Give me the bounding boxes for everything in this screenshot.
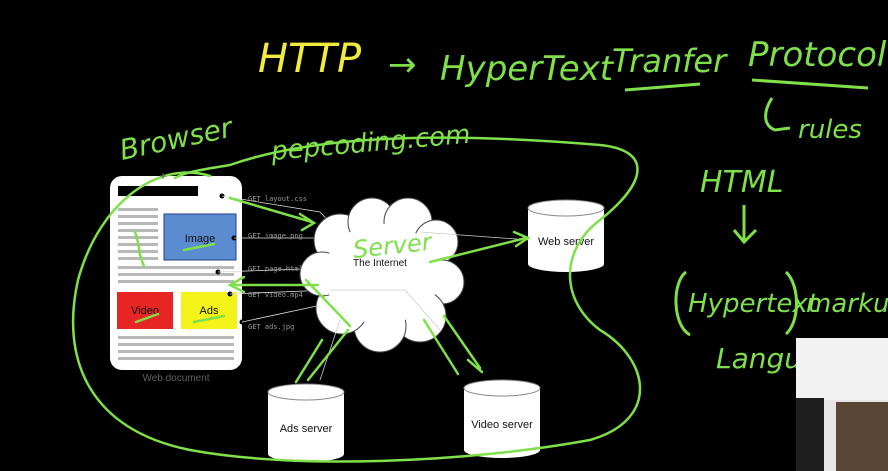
enclosing-loop	[71, 136, 642, 463]
to-web-server-arrow	[428, 230, 531, 264]
request-labels: GET layout.css GET image.png GET page.ht…	[248, 195, 307, 331]
server-connectors	[319, 231, 531, 381]
annotation-strokes	[71, 136, 642, 463]
cloud-stroke	[304, 278, 352, 328]
heading-arrow: →	[388, 45, 417, 85]
heading: HTTP → HyperText Tranfer Protocol rules	[258, 35, 887, 145]
image-scribble	[182, 242, 216, 252]
image-label: Image	[185, 233, 216, 245]
request-label: GET layout.css	[248, 195, 307, 203]
ads-scribble	[192, 314, 226, 324]
video-label: Video	[131, 305, 159, 317]
request-label: GET image.png	[248, 232, 303, 240]
hypertext-note: Hypertext	[688, 289, 819, 319]
rules-word: rules	[798, 115, 862, 145]
response-arrow	[227, 275, 320, 294]
video-scribble	[134, 312, 160, 324]
internet-label: The Internet	[353, 258, 407, 269]
web-server-label: Web server	[538, 236, 594, 248]
http-title: HTTP	[258, 36, 362, 82]
webcam-overlay	[796, 338, 888, 471]
right-notes: HTML Hypertext markup Languag	[674, 165, 888, 375]
ads-server: Ads server	[267, 383, 345, 462]
page-scribble	[133, 230, 146, 268]
internet-cloud: The Internet	[299, 197, 465, 353]
web-server: Web server	[527, 199, 605, 272]
video-server: Video server	[463, 379, 541, 458]
transfer-underline	[624, 82, 701, 92]
ads-label: Ads	[200, 305, 219, 317]
html-word: HTML	[700, 165, 783, 200]
browser-annotation: Browser	[117, 111, 237, 167]
ads-server-label: Ads server	[280, 423, 333, 435]
image-block	[163, 213, 237, 261]
markup-word: markup	[806, 289, 888, 319]
hypertext-brackets	[674, 270, 798, 337]
document-caption: Web document	[142, 373, 209, 384]
request-label: GET ads.jpg	[248, 323, 294, 331]
ads-block	[181, 292, 237, 329]
to-ads-server-arrows	[294, 328, 350, 384]
protocol-underline	[751, 78, 869, 90]
transfer-word: Tranfer	[612, 42, 728, 80]
web-document: Image Video Ads Web document	[110, 176, 245, 384]
request-arrow	[228, 196, 317, 232]
cursor-icon	[160, 173, 166, 179]
rules-arrow	[764, 97, 791, 132]
html-down-arrow	[732, 205, 758, 245]
protocol-word: Protocol	[748, 35, 887, 75]
video-server-label: Video server	[471, 419, 533, 431]
hypertext-word: HyperText	[440, 49, 615, 89]
request-label: GET video.mp4	[248, 291, 303, 299]
video-block	[117, 292, 173, 329]
request-label: GET page.html	[248, 265, 303, 273]
domain-annotation: pepcoding.com	[269, 120, 472, 167]
to-video-server-arrows	[422, 314, 484, 376]
